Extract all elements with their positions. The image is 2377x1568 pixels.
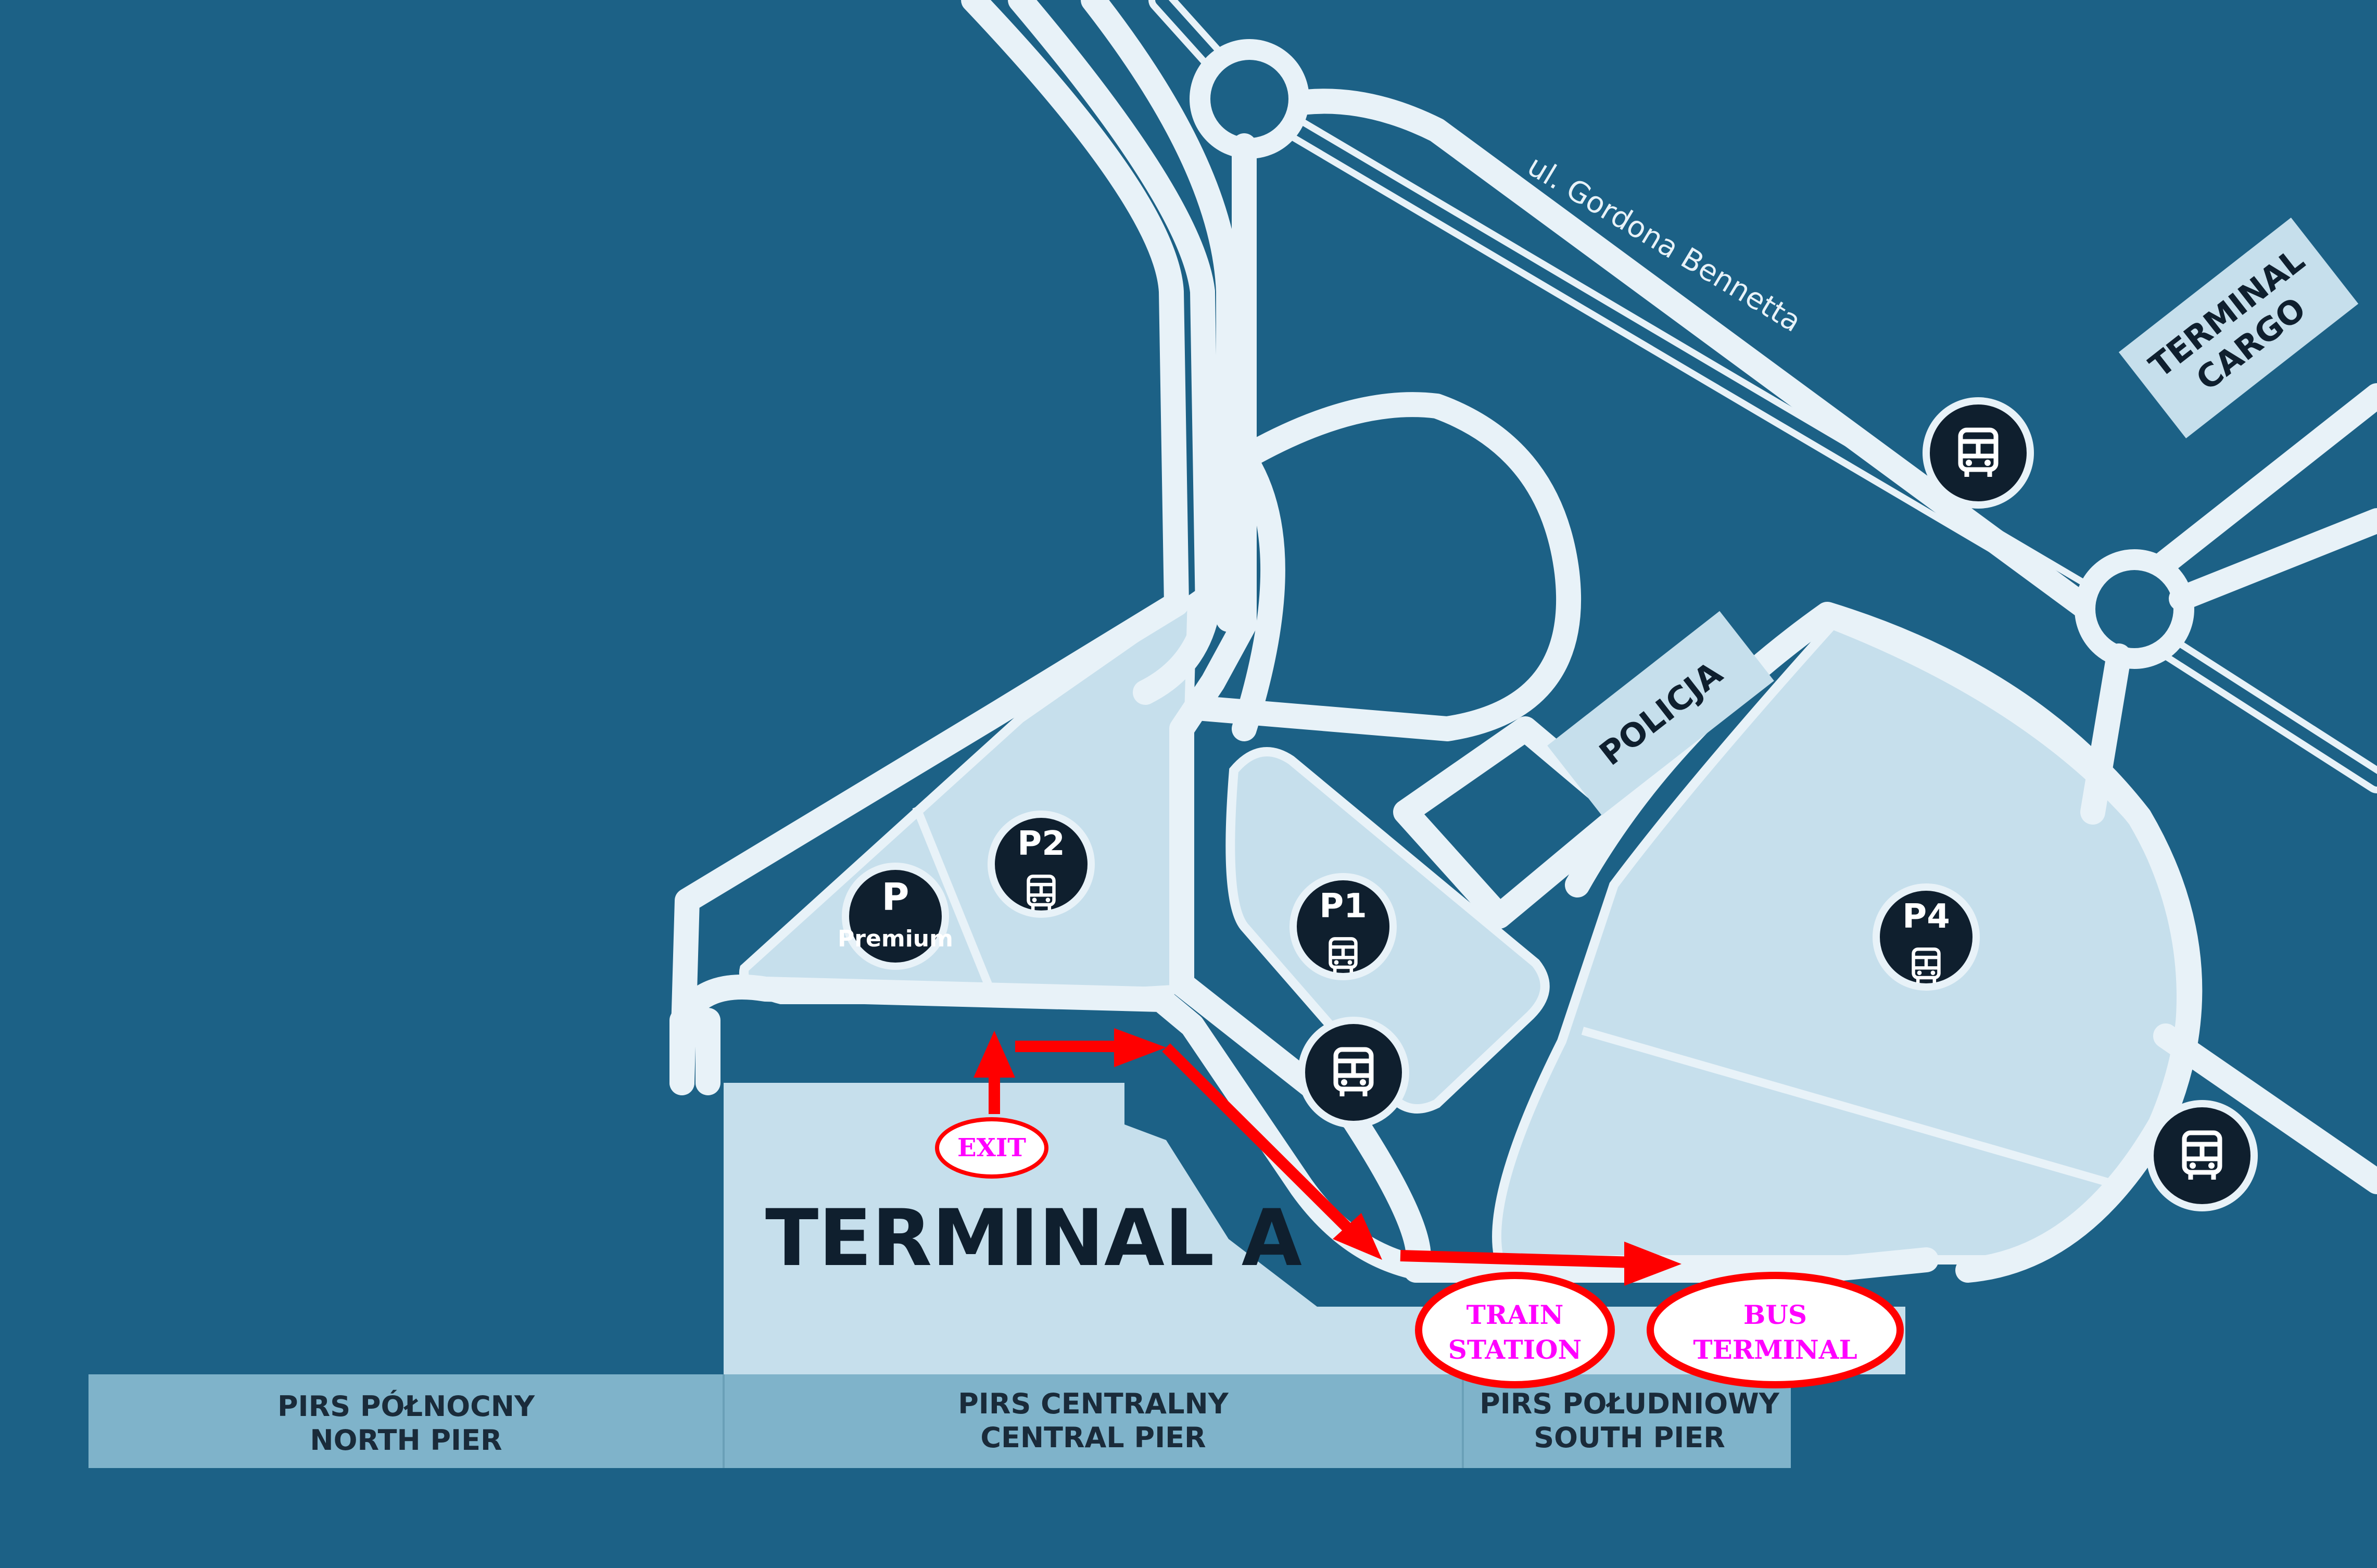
exit-label: EXIT bbox=[957, 1133, 1026, 1162]
bus-terminal-marker: BUS TERMINAL bbox=[1647, 1272, 1904, 1388]
parking-premium-badge[interactable]: P Premium bbox=[838, 863, 953, 970]
route-line bbox=[1400, 1250, 1635, 1268]
route-arrow-head bbox=[1333, 1213, 1382, 1260]
exit-arrow-head bbox=[973, 1031, 1015, 1078]
route-annotation bbox=[973, 1028, 1681, 1286]
pier-strip bbox=[88, 1374, 1791, 1468]
terminal-a-label: TERMINAL A bbox=[765, 1193, 1302, 1284]
parking-p2-label: P2 bbox=[1017, 825, 1065, 863]
parking-p2-badge[interactable]: P2 bbox=[988, 811, 1095, 918]
train-station-label-line2: STATION bbox=[1448, 1334, 1582, 1365]
parking-p4-badge[interactable]: P4 bbox=[1873, 883, 1980, 991]
central-pier-label-pl: PIRS CENTRALNY bbox=[958, 1387, 1229, 1420]
parking-p4-label: P4 bbox=[1902, 897, 1950, 936]
bus-stop-badge[interactable] bbox=[1298, 1017, 1409, 1128]
parking-premium-letter: P bbox=[882, 875, 909, 919]
lot-divider bbox=[912, 805, 998, 1002]
parking-p1-label: P1 bbox=[1319, 887, 1367, 926]
bus-terminal-label-line1: BUS bbox=[1743, 1299, 1807, 1330]
route-arrow-head bbox=[1624, 1242, 1681, 1286]
exit-marker: EXIT bbox=[935, 1117, 1048, 1179]
parking-premium-label: Premium bbox=[838, 926, 953, 952]
parking-p1-badge[interactable]: P1 bbox=[1289, 873, 1397, 980]
bus-stop-badge[interactable] bbox=[2146, 1100, 2258, 1211]
train-station-label-line1: TRAIN bbox=[1466, 1299, 1564, 1330]
bus-terminal-label-line2: TERMINAL bbox=[1693, 1334, 1857, 1365]
north-pier-label-pl: PIRS PÓŁNOCNY bbox=[277, 1390, 535, 1423]
lot-divider bbox=[1581, 1027, 2126, 1191]
south-pier-label-pl: PIRS POŁUDNIOWY bbox=[1480, 1387, 1780, 1420]
road-network bbox=[669, 0, 2377, 1283]
route-arrow-head bbox=[1114, 1028, 1166, 1067]
south-pier-label-en: SOUTH PIER bbox=[1534, 1421, 1725, 1454]
central-pier-label-en: CENTRAL PIER bbox=[980, 1421, 1206, 1454]
train-station-marker: TRAIN STATION bbox=[1415, 1272, 1615, 1388]
route-line bbox=[1162, 1043, 1358, 1238]
bus-stop-badge[interactable] bbox=[1923, 397, 2034, 509]
north-pier-label-en: NORTH PIER bbox=[310, 1424, 502, 1457]
